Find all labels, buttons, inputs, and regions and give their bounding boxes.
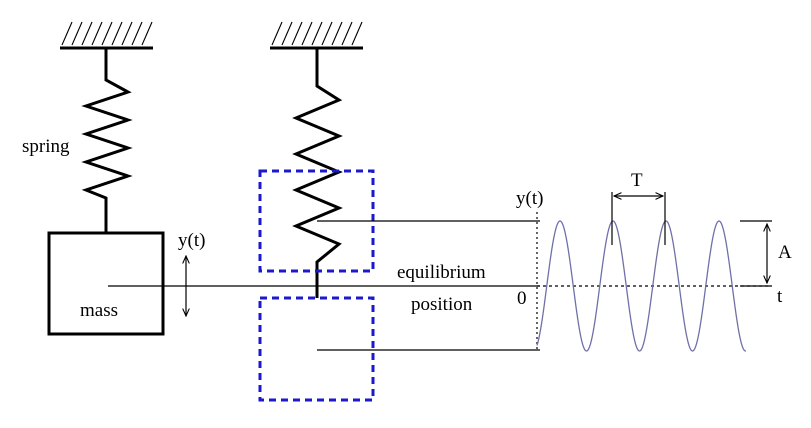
equilibrium-label: equilibrium	[397, 262, 486, 283]
yt-axis-label: y(t)	[516, 188, 543, 209]
yt-left-label: y(t)	[178, 230, 205, 251]
amplitude-marker	[740, 220, 772, 287]
ceiling-left	[60, 21, 153, 50]
dashed-box-bottom	[258, 296, 375, 402]
sine-waveform	[536, 220, 747, 352]
spring-middle	[292, 48, 343, 298]
amplitude-label: A	[778, 242, 792, 263]
t-axis-label: t	[777, 286, 783, 307]
zero-label: 0	[517, 288, 527, 309]
mass-label: mass	[80, 300, 118, 321]
period-marker	[611, 192, 666, 245]
spring-left	[81, 48, 133, 233]
position-label: position	[411, 294, 473, 315]
period-label: T	[631, 170, 643, 191]
mass-block	[47, 231, 165, 336]
ceiling-middle	[270, 21, 363, 50]
spring-label: spring	[22, 136, 70, 157]
